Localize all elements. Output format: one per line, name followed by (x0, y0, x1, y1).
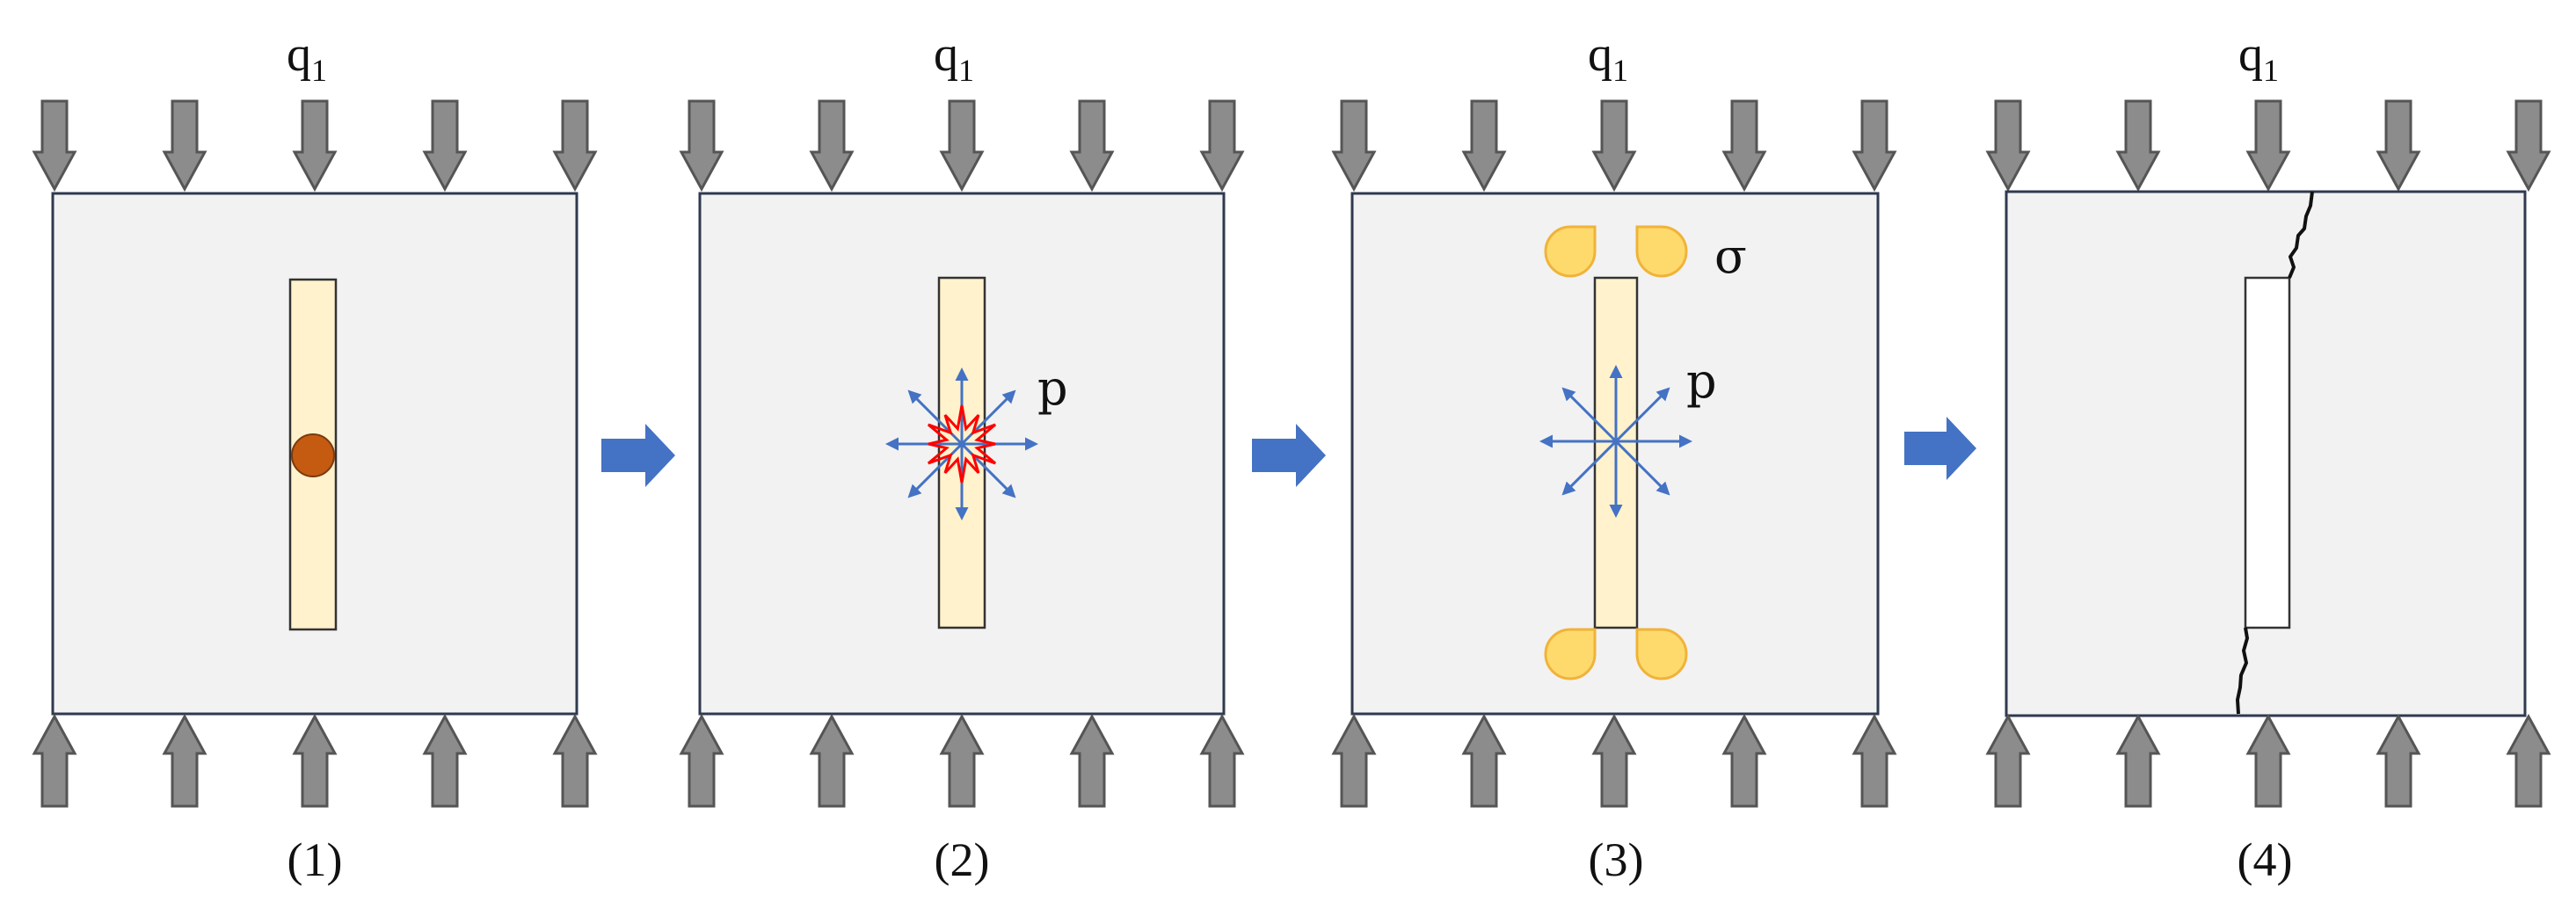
panel-3: q1 σ p (3) (1331, 27, 1897, 886)
load-arrow-up-icon (939, 713, 985, 808)
stress-zone-icon (1544, 628, 1597, 680)
load-arrow-down-icon (2376, 99, 2421, 193)
panel-2-pressure-arrows (885, 367, 1038, 520)
load-arrow-up-icon (422, 713, 468, 808)
load-arrow-down-icon (2506, 99, 2551, 193)
pressure-arrow-icon (1614, 440, 1670, 496)
pressure-arrow-icon (960, 389, 1016, 446)
panel-1-caption: (1) (287, 833, 343, 886)
load-arrow-down-icon (1199, 99, 1245, 193)
panel-1-load-label: q1 (287, 27, 327, 88)
stress-zone-icon (1635, 225, 1688, 278)
load-arrow-down-icon (1069, 99, 1115, 193)
panel-3-top-loads (1331, 99, 1897, 193)
panel-4-load-label: q1 (2238, 27, 2279, 88)
panel-3-caption: (3) (1589, 833, 1644, 886)
load-arrow-down-icon (2115, 99, 2161, 193)
panel-3-pressure-label: p (1686, 353, 1717, 409)
load-arrow-up-icon (1721, 713, 1767, 808)
load-arrow-down-icon (32, 99, 77, 193)
load-arrow-up-icon (1199, 713, 1245, 808)
load-arrow-up-icon (292, 713, 338, 808)
load-arrow-down-icon (1852, 99, 1897, 193)
panel-4-caption: (4) (2238, 833, 2293, 886)
load-arrow-down-icon (292, 99, 338, 193)
pressure-arrow-icon (1614, 387, 1670, 443)
load-arrow-down-icon (1331, 99, 1377, 193)
load-arrow-up-icon (1461, 713, 1507, 808)
panel-1-bottom-loads (32, 713, 598, 808)
load-arrow-down-icon (162, 99, 207, 193)
load-arrow-down-icon (422, 99, 468, 193)
load-arrow-up-icon (1591, 713, 1637, 808)
load-arrow-down-icon (1461, 99, 1507, 193)
explosive-charge-icon (291, 433, 335, 477)
panel-1: q1 (1) (32, 27, 598, 886)
pressure-arrow-icon (907, 389, 964, 446)
panel-4-borehole (2244, 276, 2291, 629)
load-arrow-down-icon (2245, 99, 2291, 193)
load-arrow-up-icon (2376, 713, 2421, 808)
panel-2-top-loads (679, 99, 1245, 193)
panel-3-bottom-loads (1331, 713, 1897, 808)
load-arrow-up-icon (679, 713, 724, 808)
panel-1-top-loads (32, 99, 598, 193)
panel-4-bottom-loads (1985, 713, 2551, 808)
pressure-arrow-icon (907, 442, 964, 498)
pressure-arrow-icon (1561, 440, 1618, 496)
panel-4: q1 (4) (1985, 27, 2551, 886)
panel-4-top-loads (1985, 99, 2551, 193)
load-arrow-up-icon (1069, 713, 1115, 808)
load-arrow-up-icon (162, 713, 207, 808)
load-arrow-up-icon (1852, 713, 1897, 808)
panel-3-pressure-arrows (1539, 365, 1692, 518)
crack-icon (2236, 627, 2249, 715)
load-arrow-down-icon (939, 99, 985, 193)
load-arrow-down-icon (1985, 99, 2031, 193)
crack-icon (2288, 191, 2314, 279)
stress-zone-icon (1635, 628, 1688, 680)
panel-2: q1 p (2) (679, 27, 1245, 886)
stress-zone-icon (1544, 225, 1597, 278)
panel-3-load-label: q1 (1588, 27, 1628, 88)
panel-3-stress-label: σ (1714, 229, 1747, 284)
load-arrow-up-icon (552, 713, 598, 808)
load-arrow-down-icon (679, 99, 724, 193)
blast-flash-icon (927, 404, 997, 484)
step-arrow-icon (1904, 417, 1976, 480)
pressure-arrow-icon (1561, 387, 1618, 443)
load-arrow-up-icon (2506, 713, 2551, 808)
step-arrow-icon (1252, 424, 1326, 487)
panel-2-pressure-label: p (1037, 360, 1068, 416)
load-arrow-up-icon (32, 713, 77, 808)
load-arrow-up-icon (809, 713, 855, 808)
load-arrow-down-icon (1591, 99, 1637, 193)
panel-2-bottom-loads (679, 713, 1245, 808)
load-arrow-up-icon (2245, 713, 2291, 808)
step-arrow-icon (601, 424, 675, 487)
pressure-arrow-icon (960, 442, 1016, 498)
load-arrow-down-icon (552, 99, 598, 193)
load-arrow-up-icon (1331, 713, 1377, 808)
panel-2-load-label: q1 (934, 27, 974, 88)
load-arrow-down-icon (809, 99, 855, 193)
load-arrow-up-icon (2115, 713, 2161, 808)
load-arrow-down-icon (1721, 99, 1767, 193)
panel-2-caption: (2) (935, 833, 990, 886)
load-arrow-up-icon (1985, 713, 2031, 808)
